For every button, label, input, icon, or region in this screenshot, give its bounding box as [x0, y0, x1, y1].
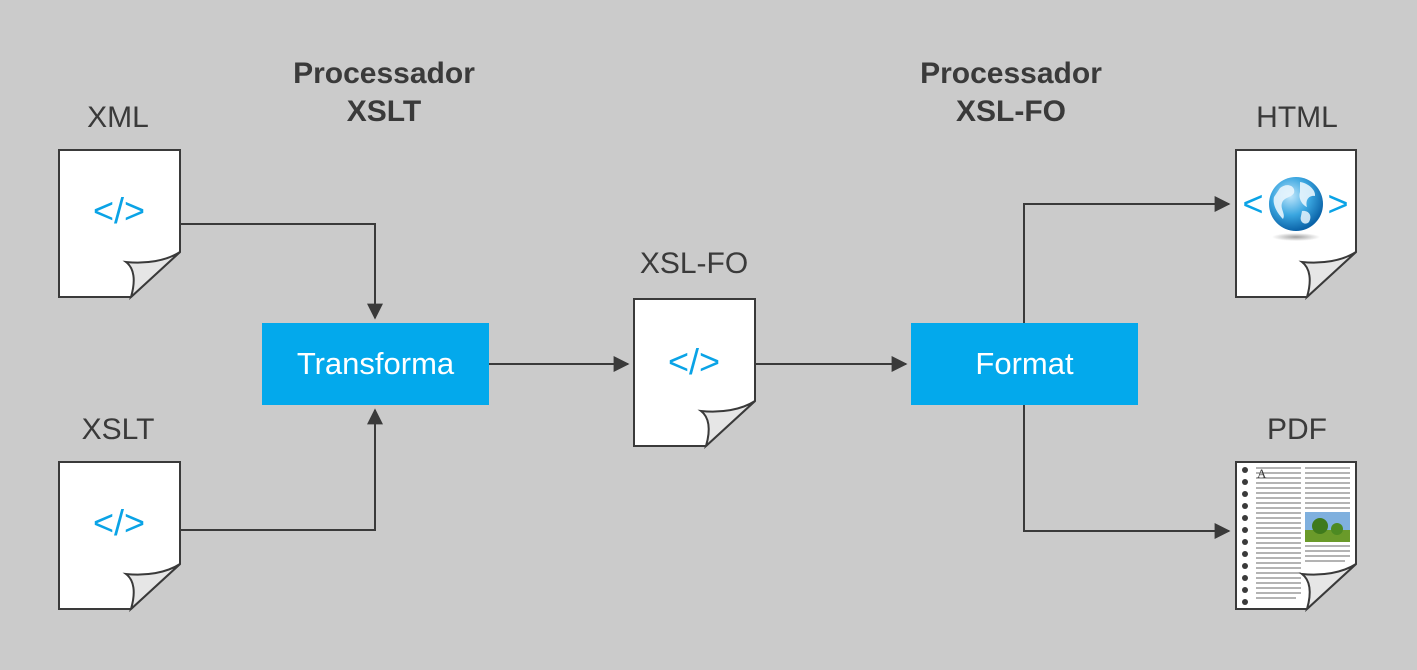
- code-icon: </>: [93, 502, 145, 543]
- transform-step-box: Transforma: [262, 323, 489, 405]
- xslfo-label: XSL-FO: [639, 247, 749, 280]
- connectors: [181, 196, 1231, 539]
- svg-text:A: A: [1257, 466, 1267, 481]
- format-step-box: Format: [911, 323, 1138, 405]
- format-to-html-arrow: [1023, 196, 1231, 323]
- format-to-pdf-arrow: [1023, 405, 1231, 539]
- html-document-icon: < >: [1235, 149, 1357, 301]
- xslt-label: XSLT: [81, 413, 155, 446]
- angle-left-icon: <: [1242, 183, 1263, 224]
- transform-step-label: Transforma: [296, 346, 455, 381]
- html-label: HTML: [1256, 101, 1338, 134]
- xslfo-processor-heading: Processador XSL-FO: [920, 57, 1102, 128]
- xml-label: XML: [87, 101, 149, 134]
- pdf-label: PDF: [1267, 413, 1327, 446]
- code-icon: </>: [93, 190, 145, 231]
- xslfo-document-icon: </>: [633, 298, 756, 450]
- format-step-label: Format: [975, 346, 1074, 381]
- xslt-processor-heading: Processador XSLT: [293, 57, 475, 128]
- xslt-to-transform-arrow: [181, 408, 383, 531]
- globe-icon: [1269, 177, 1323, 241]
- pdf-document-icon: A: [1235, 461, 1357, 613]
- code-icon: </>: [668, 341, 720, 382]
- xslt-document-icon: </>: [58, 461, 181, 613]
- xml-to-transform-arrow: [181, 223, 383, 320]
- pdf-page-icon: A: [1242, 466, 1350, 605]
- xml-document-icon: </>: [58, 149, 181, 301]
- angle-right-icon: >: [1327, 183, 1348, 224]
